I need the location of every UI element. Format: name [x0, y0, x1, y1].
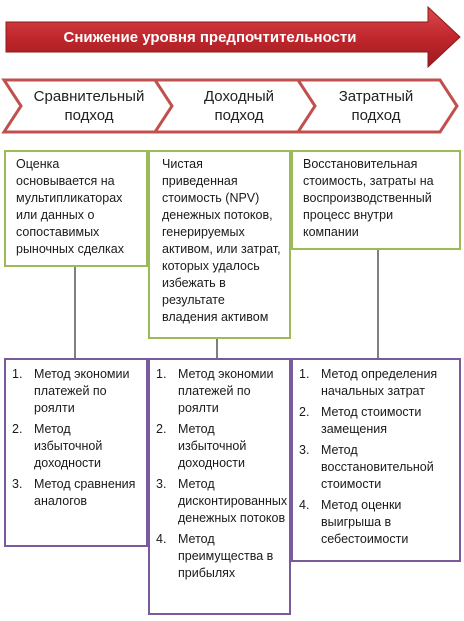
connector-line	[74, 266, 76, 358]
method-item: 1.Метод определения начальных затрат	[299, 367, 438, 398]
chevron-cost	[295, 78, 459, 134]
method-item: 3.Метод сравнения аналогов	[12, 477, 136, 508]
description-income: Чистая приведенная стоимость (NPV) денеж…	[148, 150, 291, 339]
description-cost: Восстановительная стоимость, затраты на …	[291, 150, 461, 250]
method-item: 3.Метод восстановительной стоимости	[299, 443, 434, 491]
connector-line	[216, 338, 218, 358]
description-comparative: Оценка основывается на мультипликаторах …	[4, 150, 148, 267]
method-item: 2.Метод избыточной доходности	[12, 422, 103, 470]
method-item: 3.Метод дисконтированных денежных потоко…	[156, 477, 288, 525]
method-item: 1.Метод экономии платежей по роялти	[12, 367, 130, 415]
method-item: 4.Метод оценки выигрыша в себестоимости	[299, 498, 409, 546]
method-item: 2.Метод избыточной доходности	[156, 422, 247, 470]
method-item: 1.Метод экономии платежей по роялти	[156, 367, 274, 415]
connector-line	[377, 249, 379, 358]
decreasing-preference-arrow	[5, 5, 461, 69]
methods-income: 1.Метод экономии платежей по роялти 2.Ме…	[148, 358, 291, 615]
method-item: 2.Метод стоимости замещения	[299, 405, 422, 436]
method-item: 4.Метод преимущества в прибылях	[156, 532, 274, 580]
banner-label: Снижение уровня предпочтительности	[63, 28, 357, 46]
methods-cost: 1.Метод определения начальных затрат 2.М…	[291, 358, 461, 562]
approach-chevrons	[1, 78, 459, 134]
methods-comparative: 1.Метод экономии платежей по роялти 2.Ме…	[4, 358, 148, 547]
